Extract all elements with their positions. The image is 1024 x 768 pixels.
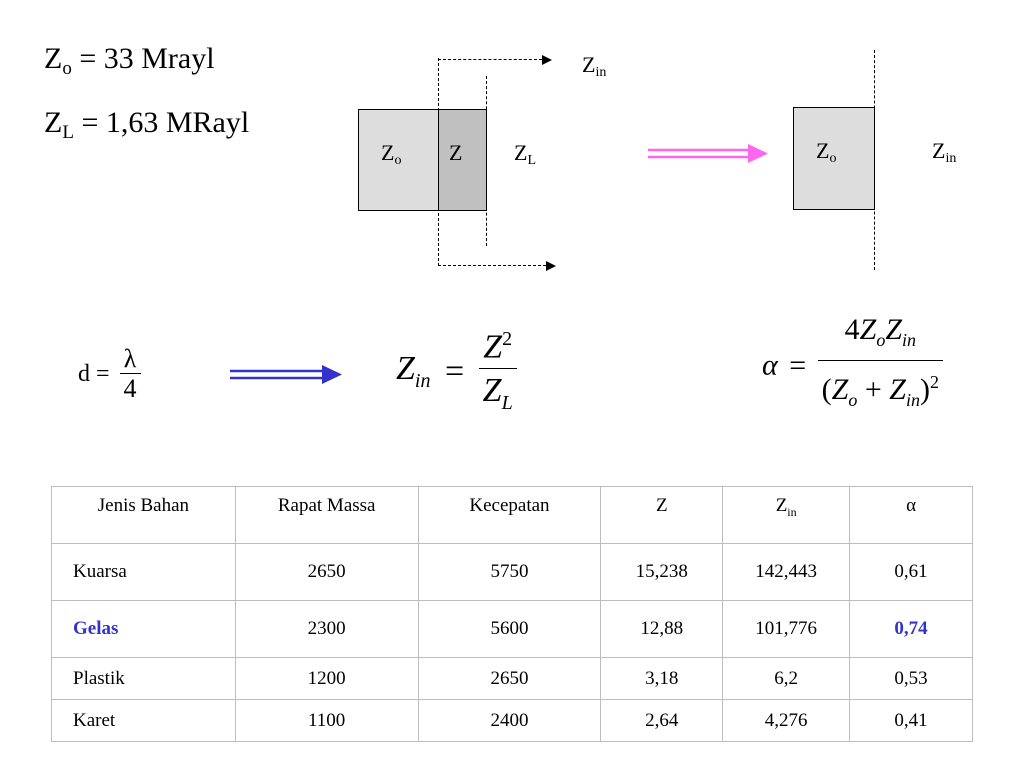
cell-material: Plastik [51, 657, 236, 700]
label-zl: ZL [514, 140, 537, 168]
label-z: Z [449, 140, 463, 165]
cell-zin: 142,443 [722, 543, 851, 601]
material-table: Jenis Bahan Rapat Massa Kecepatan Z Zin … [51, 486, 973, 742]
header-z: Z [600, 486, 724, 544]
equivalent-box-z0 [793, 107, 875, 210]
cell-z: 3,18 [600, 657, 724, 700]
cell-velocity: 5600 [417, 600, 602, 658]
substrate-box-z0 [358, 109, 439, 211]
pink-double-arrow [648, 144, 768, 163]
cell-velocity: 5750 [417, 543, 602, 601]
table-row: Kuarsa 2650 5750 15,238 142,443 0,61 [51, 543, 973, 601]
cell-alpha: 0,41 [849, 699, 973, 742]
matching-layer-box [438, 109, 487, 211]
arrowhead-top [542, 55, 552, 65]
table-header-row: Jenis Bahan Rapat Massa Kecepatan Z Zin … [51, 486, 973, 544]
cell-zin: 6,2 [722, 657, 851, 700]
cell-density: 2650 [234, 543, 419, 601]
dashed-line-right [486, 76, 487, 246]
table-row: Plastik 1200 2650 3,18 6,2 0,53 [51, 657, 973, 700]
z0-value: Zo = 33 Mrayl [44, 42, 215, 79]
cell-material: Karet [51, 699, 236, 742]
cell-z: 12,88 [600, 600, 724, 658]
header-jenis-bahan: Jenis Bahan [51, 486, 236, 544]
cell-alpha: 0,61 [849, 543, 973, 601]
header-alpha: α [849, 486, 973, 544]
dashed-arrow-top [438, 59, 542, 60]
cell-alpha: 0,74 [849, 600, 973, 658]
cell-z: 15,238 [600, 543, 724, 601]
cell-alpha: 0,53 [849, 657, 973, 700]
zl-value: ZL = 1,63 MRayl [44, 106, 250, 143]
cell-density: 2300 [234, 600, 419, 658]
arrowhead-bottom [546, 261, 556, 271]
blue-double-arrow [230, 365, 342, 384]
table-row-highlighted: Gelas 2300 5600 12,88 101,776 0,74 [51, 600, 973, 658]
dashed-arrow-bottom [438, 265, 546, 266]
thickness-equation: d = λ 4 [78, 345, 141, 404]
zin-equation: Zin = Z2 ZL [396, 318, 517, 425]
header-zin: Zin [722, 486, 851, 544]
header-kecepatan: Kecepatan [417, 486, 602, 544]
lambda-symbol: λ [123, 344, 137, 373]
label-zin-right: Zin [932, 138, 957, 166]
cell-velocity: 2400 [417, 699, 602, 742]
cell-zin: 4,276 [722, 699, 851, 742]
dashed-line-left [438, 58, 439, 266]
cell-z: 2,64 [600, 699, 724, 742]
cell-material: Gelas [51, 600, 236, 658]
cell-material: Kuarsa [51, 543, 236, 601]
cell-density: 1200 [234, 657, 419, 700]
label-z0: Zo [381, 140, 402, 168]
cell-velocity: 2650 [417, 657, 602, 700]
label-z0-right: Zo [816, 138, 837, 166]
header-rapat-massa: Rapat Massa [234, 486, 419, 544]
alpha-equation: α = 4ZoZin (Zo + Zin)2 [762, 310, 943, 421]
cell-density: 1100 [234, 699, 419, 742]
dashed-line-right-diagram [874, 50, 875, 270]
cell-zin: 101,776 [722, 600, 851, 658]
table-row: Karet 1100 2400 2,64 4,276 0,41 [51, 699, 973, 742]
label-zin-top: Zin [582, 52, 607, 80]
